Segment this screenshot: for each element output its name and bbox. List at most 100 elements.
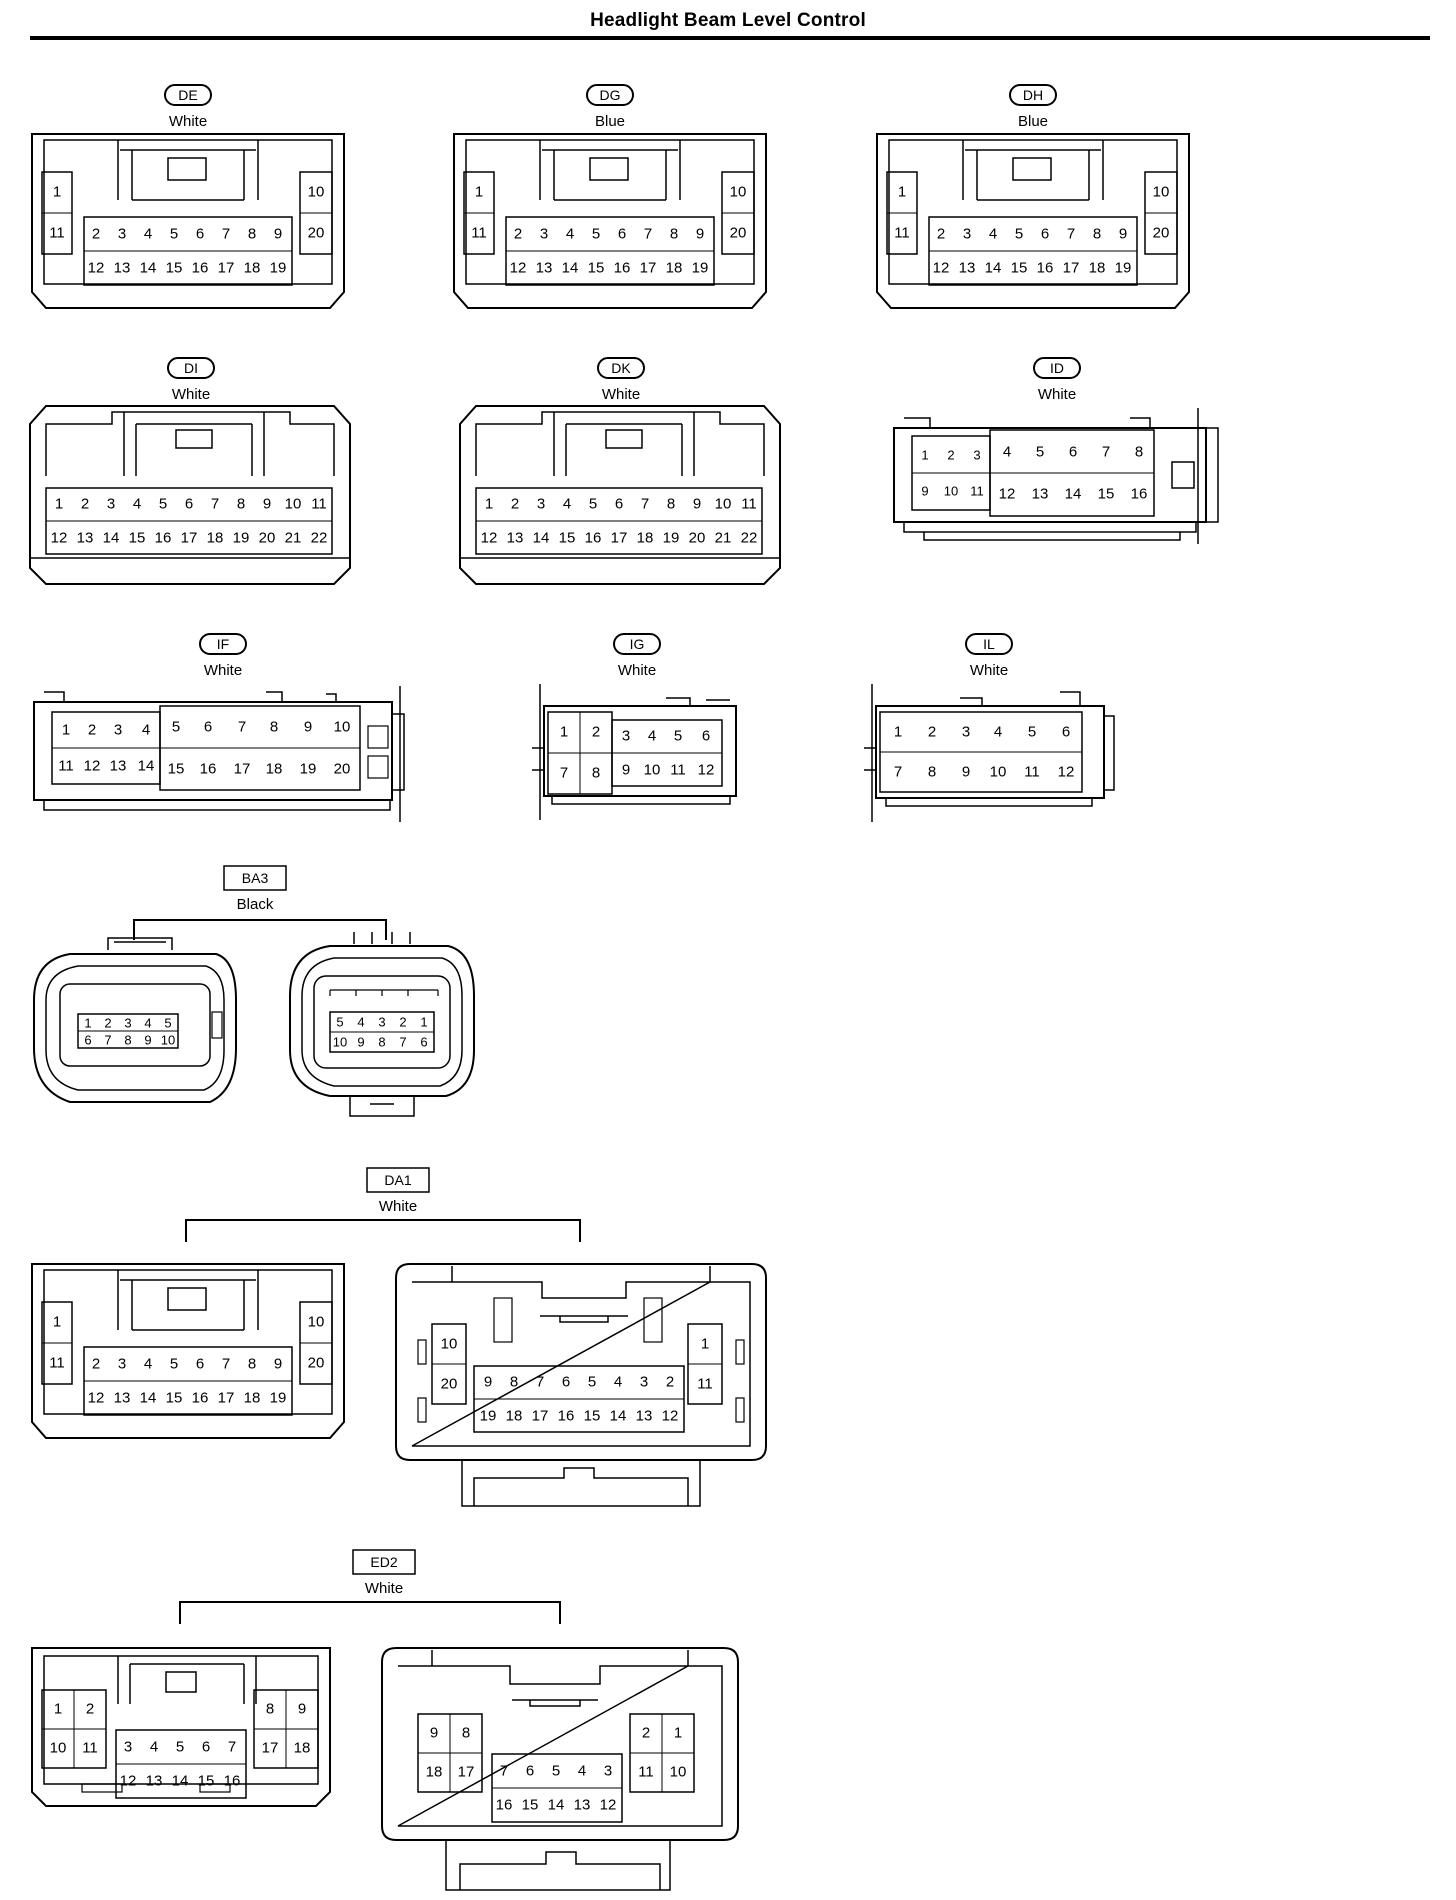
pin-number-5: 5 bbox=[1015, 226, 1023, 243]
pin-number-14: 14 bbox=[138, 758, 155, 775]
pin-number-5: 5 bbox=[336, 1015, 343, 1030]
pin-number-5: 5 bbox=[588, 1374, 596, 1391]
pin-number-12: 12 bbox=[120, 1773, 137, 1790]
connector-dk-color: White bbox=[602, 386, 640, 403]
pin-number-13: 13 bbox=[114, 1390, 131, 1407]
pin-number-2: 2 bbox=[92, 1356, 100, 1373]
pin-number-17: 17 bbox=[1063, 260, 1080, 277]
pin-number-10: 10 bbox=[944, 484, 958, 499]
pin-number-5: 5 bbox=[592, 226, 600, 243]
connector-di-id: DI bbox=[184, 360, 198, 376]
pin-number-7: 7 bbox=[560, 765, 568, 782]
pin-number-3: 3 bbox=[622, 728, 630, 745]
connector-de-id: DE bbox=[178, 87, 197, 103]
pin-number-10: 10 bbox=[308, 184, 325, 201]
pin-number-4: 4 bbox=[563, 496, 571, 513]
pin-number-18: 18 bbox=[637, 530, 654, 547]
pin-number-10: 10 bbox=[50, 1740, 67, 1757]
pin-number-6: 6 bbox=[1062, 724, 1070, 741]
pin-number-1: 1 bbox=[54, 1701, 62, 1718]
pin-number-19: 19 bbox=[692, 260, 709, 277]
pin-number-12: 12 bbox=[1058, 764, 1075, 781]
pin-number-11: 11 bbox=[741, 496, 757, 513]
pin-number-15: 15 bbox=[588, 260, 605, 277]
pin-number-12: 12 bbox=[999, 486, 1016, 503]
pin-number-14: 14 bbox=[140, 260, 157, 277]
pin-number-21: 21 bbox=[715, 530, 732, 547]
pin-number-7: 7 bbox=[644, 226, 652, 243]
connector-ed2-color: White bbox=[365, 1580, 403, 1597]
pin-number-1: 1 bbox=[898, 184, 906, 201]
connector-dg-id: DG bbox=[600, 87, 621, 103]
pin-number-5: 5 bbox=[170, 1356, 178, 1373]
pin-number-14: 14 bbox=[985, 260, 1002, 277]
pin-number-10: 10 bbox=[644, 762, 661, 779]
pin-number-13: 13 bbox=[1032, 486, 1049, 503]
pin-number-18: 18 bbox=[294, 1740, 311, 1757]
pin-number-14: 14 bbox=[103, 530, 120, 547]
pin-number-11: 11 bbox=[697, 1376, 713, 1393]
pin-number-7: 7 bbox=[238, 719, 246, 736]
title-rule bbox=[30, 36, 1430, 40]
pin-number-7: 7 bbox=[536, 1374, 544, 1391]
pin-number-4: 4 bbox=[144, 1016, 151, 1031]
pin-number-2: 2 bbox=[642, 1725, 650, 1742]
pin-number-11: 11 bbox=[1024, 764, 1040, 781]
pin-number-3: 3 bbox=[107, 496, 115, 513]
pin-number-8: 8 bbox=[124, 1033, 131, 1048]
pin-number-4: 4 bbox=[566, 226, 574, 243]
pin-number-1: 1 bbox=[894, 724, 902, 741]
connector-if-id: IF bbox=[217, 636, 229, 652]
pin-number-11: 11 bbox=[970, 484, 984, 499]
pin-number-20: 20 bbox=[730, 225, 747, 242]
pin-number-1: 1 bbox=[420, 1015, 427, 1030]
pin-number-2: 2 bbox=[88, 722, 96, 739]
pin-number-1: 1 bbox=[84, 1016, 91, 1031]
pin-number-2: 2 bbox=[592, 724, 600, 741]
connector-il-id: IL bbox=[983, 636, 995, 652]
pin-number-6: 6 bbox=[615, 496, 623, 513]
pin-number-15: 15 bbox=[1098, 486, 1115, 503]
pin-number-19: 19 bbox=[300, 761, 317, 778]
pin-number-3: 3 bbox=[118, 226, 126, 243]
pin-number-8: 8 bbox=[378, 1035, 385, 1050]
pin-number-9: 9 bbox=[298, 1701, 306, 1718]
pin-number-6: 6 bbox=[1041, 226, 1049, 243]
connector-dh-color: Blue bbox=[1018, 113, 1048, 130]
pin-number-8: 8 bbox=[1093, 226, 1101, 243]
pin-number-6: 6 bbox=[526, 1763, 534, 1780]
pin-number-14: 14 bbox=[562, 260, 579, 277]
connector-ig-id: IG bbox=[630, 636, 645, 652]
pin-number-7: 7 bbox=[222, 1356, 230, 1373]
pin-number-3: 3 bbox=[962, 724, 970, 741]
connector-de-color: White bbox=[169, 113, 207, 130]
pin-number-9: 9 bbox=[357, 1035, 364, 1050]
pin-number-1: 1 bbox=[55, 496, 63, 513]
pin-number-21: 21 bbox=[285, 530, 302, 547]
pin-number-1: 1 bbox=[701, 1336, 709, 1353]
pin-number-2: 2 bbox=[928, 724, 936, 741]
pin-number-14: 14 bbox=[1065, 486, 1082, 503]
pin-number-20: 20 bbox=[334, 761, 351, 778]
pin-number-6: 6 bbox=[84, 1033, 91, 1048]
pin-number-9: 9 bbox=[304, 719, 312, 736]
pin-number-9: 9 bbox=[430, 1725, 438, 1742]
pin-number-4: 4 bbox=[994, 724, 1002, 741]
connector-ed2-id: ED2 bbox=[370, 1554, 397, 1570]
pin-number-17: 17 bbox=[611, 530, 628, 547]
pin-number-10: 10 bbox=[670, 1764, 687, 1781]
pin-number-9: 9 bbox=[696, 226, 704, 243]
pin-number-18: 18 bbox=[244, 260, 261, 277]
pin-number-13: 13 bbox=[959, 260, 976, 277]
pin-number-5: 5 bbox=[172, 719, 180, 736]
pin-number-15: 15 bbox=[584, 1408, 601, 1425]
pin-number-8: 8 bbox=[667, 496, 675, 513]
pin-number-8: 8 bbox=[670, 226, 678, 243]
pin-number-9: 9 bbox=[484, 1374, 492, 1391]
